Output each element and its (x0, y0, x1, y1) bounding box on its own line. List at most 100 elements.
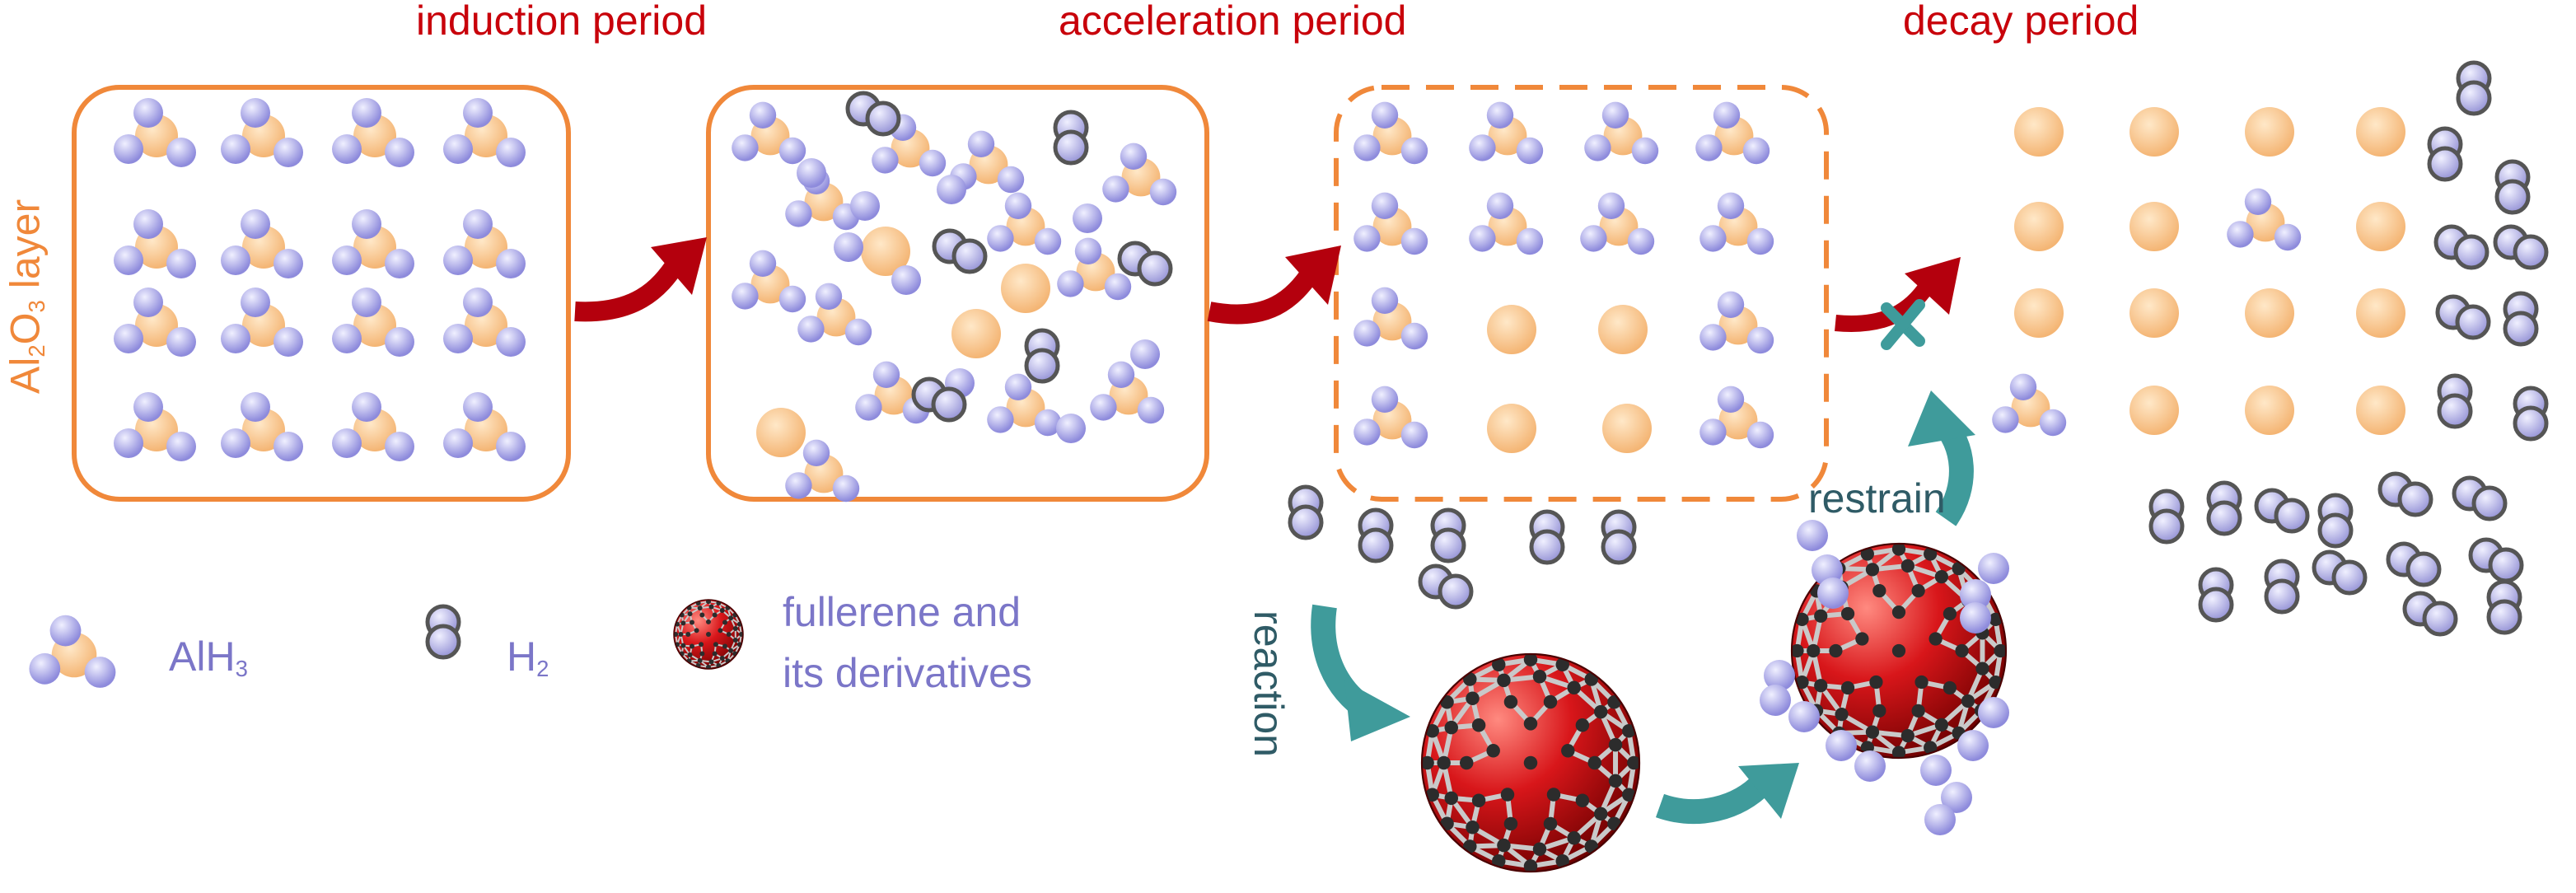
h2-molecule (1026, 330, 1058, 381)
hydrogen-atom (2274, 224, 2301, 250)
hydrogen-atom (241, 392, 270, 422)
hydrogen-atom (954, 241, 985, 272)
hydrogen-atom (2040, 409, 2066, 436)
hydrogen-atom (845, 319, 872, 345)
carbon-atom (1892, 605, 1905, 619)
hydrogen-atom (834, 232, 863, 262)
hydrogen-atom (1469, 225, 1495, 251)
alh3-molecule (1580, 193, 1654, 255)
hydrogen-atom (332, 245, 362, 275)
alh3-molecule (1353, 288, 1428, 350)
h2-molecule (2505, 293, 2536, 344)
carbon-atom (728, 648, 733, 653)
alh3-molecule (987, 374, 1061, 437)
hydrogen-atom (1817, 577, 1849, 609)
carbon-atom (1587, 756, 1601, 770)
carbon-atom (1463, 672, 1477, 686)
alh3-molecule (332, 209, 414, 278)
hydrogen-atom (2424, 603, 2456, 634)
carbon-atom (1607, 695, 1621, 709)
hydrogen-atom (221, 324, 250, 353)
aluminum-atom (1487, 305, 1536, 354)
carbon-atom (1504, 817, 1518, 831)
carbon-atom (699, 642, 704, 647)
carbon-atom (1912, 704, 1925, 718)
carbon-atom (1935, 718, 1948, 732)
alh3-molecule (732, 250, 806, 313)
carbon-atom (1807, 644, 1820, 657)
hydrogen-atom (2266, 581, 2298, 612)
hydrogen-atom (2429, 148, 2461, 180)
hydrogen-atom (779, 138, 806, 164)
aluminum-atom (2356, 288, 2405, 338)
carbon-atom (1952, 562, 1965, 575)
legend-fullerene-icon (673, 599, 744, 670)
carbon-atom (1497, 839, 1511, 853)
h2-molecule (2515, 388, 2546, 439)
hydrogen-atom (496, 327, 526, 357)
hydrogen-atom (1057, 270, 1083, 297)
hydrogen-atom (1978, 697, 2009, 728)
hydrogen-atom (968, 131, 994, 157)
hydrogen-atom (1353, 134, 1380, 161)
carbon-atom (1961, 694, 1975, 708)
carbon-atom (1814, 610, 1827, 623)
reaction-label: reaction (1248, 610, 1289, 757)
aluminum-atom (2014, 202, 2064, 251)
alh3-molecule (332, 98, 414, 167)
carbon-atom (1943, 681, 1957, 694)
hydrogen-atom (1718, 292, 1744, 318)
alh3-molecule (1584, 102, 1658, 165)
hydrogen-atom (166, 249, 196, 278)
carbon-atom (1901, 729, 1914, 742)
carbon-atom (1504, 695, 1518, 709)
hydrogen-atom (496, 432, 526, 461)
carbon-atom (1912, 584, 1925, 597)
hydrogen-atom (933, 389, 965, 420)
hydrogen-atom (2151, 511, 2182, 542)
hydrogen-atom (1401, 228, 1428, 255)
aluminum-atom (2356, 202, 2405, 251)
h2-molecule (1290, 487, 1321, 538)
hydrogen-atom (1150, 179, 1176, 205)
hydrogen-atom (987, 406, 1013, 432)
h2-molecule (848, 93, 899, 134)
hydrogen-atom (1978, 553, 2009, 584)
carbon-atom (1584, 839, 1598, 853)
hydrogen-atom (1584, 134, 1611, 161)
hydrogen-atom (428, 626, 459, 657)
hydrogen-atom (797, 158, 826, 188)
h2-molecule (2380, 474, 2431, 515)
carbon-atom (1841, 607, 1854, 620)
hydrogen-atom (1353, 418, 1380, 445)
hydrogen-atom (919, 150, 946, 176)
hydrogen-atom (1713, 102, 1740, 129)
h2-molecule (2200, 569, 2232, 620)
hydrogen-atom (816, 283, 842, 310)
aluminum-atom (2245, 107, 2294, 157)
alh3-molecule (221, 209, 303, 278)
red-arrow-2 (1209, 245, 1341, 315)
hydrogen-atom (873, 362, 900, 388)
h2-molecule (2489, 582, 2520, 633)
carbon-atom (706, 619, 711, 624)
carbon-atom (1524, 756, 1538, 770)
hydrogen-atom (1035, 228, 1061, 255)
aluminum-atom (2356, 107, 2405, 157)
hydrogen-atom (114, 134, 143, 164)
hydrogen-atom (463, 392, 493, 422)
hydrogen-atom (1120, 143, 1147, 170)
hydrogen-atom (1055, 132, 1087, 163)
hydrogen-atom (2200, 589, 2232, 620)
hydrogen-atom (1760, 685, 1791, 716)
alh3-molecule (221, 392, 303, 461)
alh3-molecule (1102, 143, 1176, 206)
hydrogen-atom (133, 98, 163, 128)
legend-h2-label: H2 (507, 636, 549, 680)
h2-molecule (2458, 63, 2490, 114)
hydrogen-atom (2408, 554, 2439, 585)
hydrogen-atom (1353, 320, 1380, 346)
carbon-atom (1609, 738, 1623, 752)
stage-title-induction: induction period (416, 0, 707, 41)
hydrogen-atom (1139, 253, 1171, 284)
